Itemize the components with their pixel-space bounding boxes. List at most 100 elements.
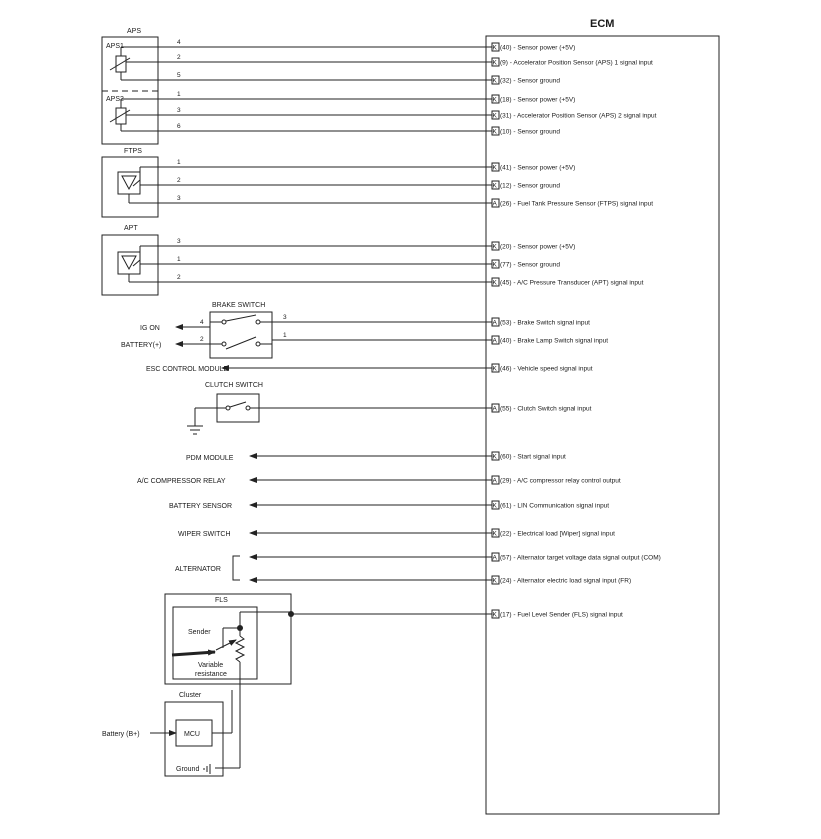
ecm-box xyxy=(485,35,720,815)
ecm-terminal-label: (77) - Sensor ground xyxy=(500,262,560,269)
ecm-terminal-label: (29) - A/C compressor relay control outp… xyxy=(500,478,621,485)
cluster-box xyxy=(164,701,224,777)
pin-number: 2 xyxy=(177,54,181,61)
apt-transducer-icon xyxy=(117,245,158,283)
ecm-terminal-label: (22) - Electrical load [Wiper] signal in… xyxy=(500,531,615,538)
ecm-terminal-label: (55) - Clutch Switch signal input xyxy=(500,406,592,413)
pin-number: 2 xyxy=(177,177,181,184)
pin-number: 1 xyxy=(177,256,181,263)
esc-control-module-label: ESC CONTROL MODULE xyxy=(146,366,229,373)
pin-number: 1 xyxy=(177,91,181,98)
signal-wires xyxy=(158,46,492,615)
ecm-terminal-list: K(40) - Sensor power (+5V)K(9) - Acceler… xyxy=(491,42,661,619)
clutch-switch-contacts-icon xyxy=(217,401,259,411)
ecm-terminal-connector-letter: K xyxy=(493,244,498,251)
brake-switch-contacts-icon xyxy=(210,314,272,350)
ecm-terminal-connector-letter: A xyxy=(493,320,498,327)
ecm-terminal-label: (57) - Alternator target voltage data si… xyxy=(500,555,661,562)
pin-number: 3 xyxy=(283,314,287,321)
aps1-potentiometer-icon xyxy=(109,46,158,81)
ecm-terminal-label: (45) - A/C Pressure Transducer (APT) sig… xyxy=(500,280,644,287)
ecm-terminal-connector-letter: K xyxy=(493,366,498,373)
pin-number: 2 xyxy=(177,274,181,281)
ecm-terminal-label: (31) - Accelerator Position Sensor (APS)… xyxy=(500,113,657,120)
ground-symbol-icon xyxy=(187,425,203,435)
pin-number: 4 xyxy=(200,319,204,326)
ftps-sensor: FTPS xyxy=(101,148,159,218)
wiper-switch-label: WIPER SWITCH xyxy=(178,531,231,538)
ecm-terminal-connector-letter: K xyxy=(493,113,498,120)
aps-title: APS xyxy=(127,28,141,35)
ecm-terminal-connector-letter: K xyxy=(493,97,498,104)
fuel-flow-arrow-icon xyxy=(171,649,216,657)
pin-number: 3 xyxy=(177,195,181,202)
ecm-terminal-connector-letter: K xyxy=(493,183,498,190)
apt-box xyxy=(101,234,159,296)
fls-variable-resistor-icon xyxy=(215,611,257,690)
clutch-switch-title: CLUTCH SWITCH xyxy=(205,382,263,389)
ecm-terminal-label: (24) - Alternator electric load signal i… xyxy=(500,578,631,585)
apt-sensor: APT xyxy=(101,225,159,296)
cluster-ground-icon xyxy=(203,764,211,774)
aps-sensor: APS APS1 APS2 xyxy=(101,28,159,145)
ecm-title: ECM xyxy=(590,18,614,30)
ecm-terminal-connector-letter: K xyxy=(493,129,498,136)
fls-outer-box xyxy=(164,593,292,685)
pin-number: 6 xyxy=(177,123,181,130)
ecm-terminal-connector-letter: K xyxy=(493,60,498,67)
ig-on-label: IG ON xyxy=(140,325,160,332)
ecm-terminal-connector-letter: A xyxy=(493,201,498,208)
ftps-box xyxy=(101,156,159,218)
ecm-terminal-label: (20) - Sensor power (+5V) xyxy=(500,244,575,251)
battery-plus-label: BATTERY(+) xyxy=(121,342,161,349)
ecm-terminal-label: (9) - Accelerator Position Sensor (APS) … xyxy=(500,60,653,67)
cluster: Cluster MCU Ground Battery (B+) xyxy=(102,690,241,777)
ecm-terminal-connector-letter: K xyxy=(493,578,498,585)
ecm-terminal-connector-letter: K xyxy=(493,165,498,172)
ac-compressor-relay-label: A/C COMPRESSOR RELAY xyxy=(137,478,226,485)
clutch-switch: CLUTCH SWITCH xyxy=(187,382,263,435)
ecm-terminal-label: (18) - Sensor power (+5V) xyxy=(500,97,575,104)
pin-number-labels: 4 2 5 1 3 6 1 2 3 3 1 2 4 2 3 1 xyxy=(177,39,287,343)
pin-number: 2 xyxy=(200,336,204,343)
ecm-terminal-label: (17) - Fuel Level Sender (FLS) signal in… xyxy=(500,612,623,619)
ecm-terminal-connector-letter: A xyxy=(493,338,498,345)
aps2-potentiometer-icon xyxy=(109,98,158,132)
ecm-terminal-connector-letter: A xyxy=(493,478,498,485)
pin-number: 1 xyxy=(283,332,287,339)
alternator-label: ALTERNATOR xyxy=(175,566,221,573)
ftps-title: FTPS xyxy=(124,148,142,155)
pin-number: 3 xyxy=(177,238,181,245)
ecm-terminal-connector-letter: A xyxy=(493,555,498,562)
external-modules: ESC CONTROL MODULE PDM MODULE A/C COMPRE… xyxy=(137,366,240,581)
ecm-terminal-label: (12) - Sensor ground xyxy=(500,183,560,190)
alternator-bracket xyxy=(232,555,240,581)
pdm-module-label: PDM MODULE xyxy=(186,455,234,462)
pin-number: 1 xyxy=(177,159,181,166)
fls-inner-box xyxy=(172,606,258,680)
fls-sender: FLS Sender Variable resistance xyxy=(164,593,294,690)
ecm-block: ECM K(40) - Sensor power (+5V)K(9) - Acc… xyxy=(485,18,720,815)
ecm-terminal-label: (40) - Brake Lamp Switch signal input xyxy=(500,338,608,345)
pin-number: 5 xyxy=(177,72,181,79)
fls-sender-label: Sender xyxy=(188,629,211,636)
ecm-terminal-label: (53) - Brake Switch signal input xyxy=(500,320,590,327)
ecm-terminal-connector-letter: K xyxy=(493,45,498,52)
fls-variable-label: Variable xyxy=(198,662,223,669)
mcu-label: MCU xyxy=(184,731,200,738)
ecm-terminal-label: (41) - Sensor power (+5V) xyxy=(500,165,575,172)
ecm-terminal-connector-letter: K xyxy=(493,531,498,538)
ecm-terminal-connector-letter: A xyxy=(493,406,498,413)
cluster-title: Cluster xyxy=(179,692,202,699)
battery-sensor-label: BATTERY SENSOR xyxy=(169,503,232,510)
aps1-label: APS1 xyxy=(106,43,124,50)
ecm-terminal-label: (26) - Fuel Tank Pressure Sensor (FTPS) … xyxy=(500,201,653,208)
brake-switch-box xyxy=(209,311,273,359)
ecm-terminal-label: (10) - Sensor ground xyxy=(500,129,560,136)
ecm-terminal-label: (32) - Sensor ground xyxy=(500,78,560,85)
pin-number: 4 xyxy=(177,39,181,46)
battery-b-plus-label: Battery (B+) xyxy=(102,731,140,738)
brake-switch-title: BRAKE SWITCH xyxy=(212,302,265,309)
pin-number: 3 xyxy=(177,107,181,114)
